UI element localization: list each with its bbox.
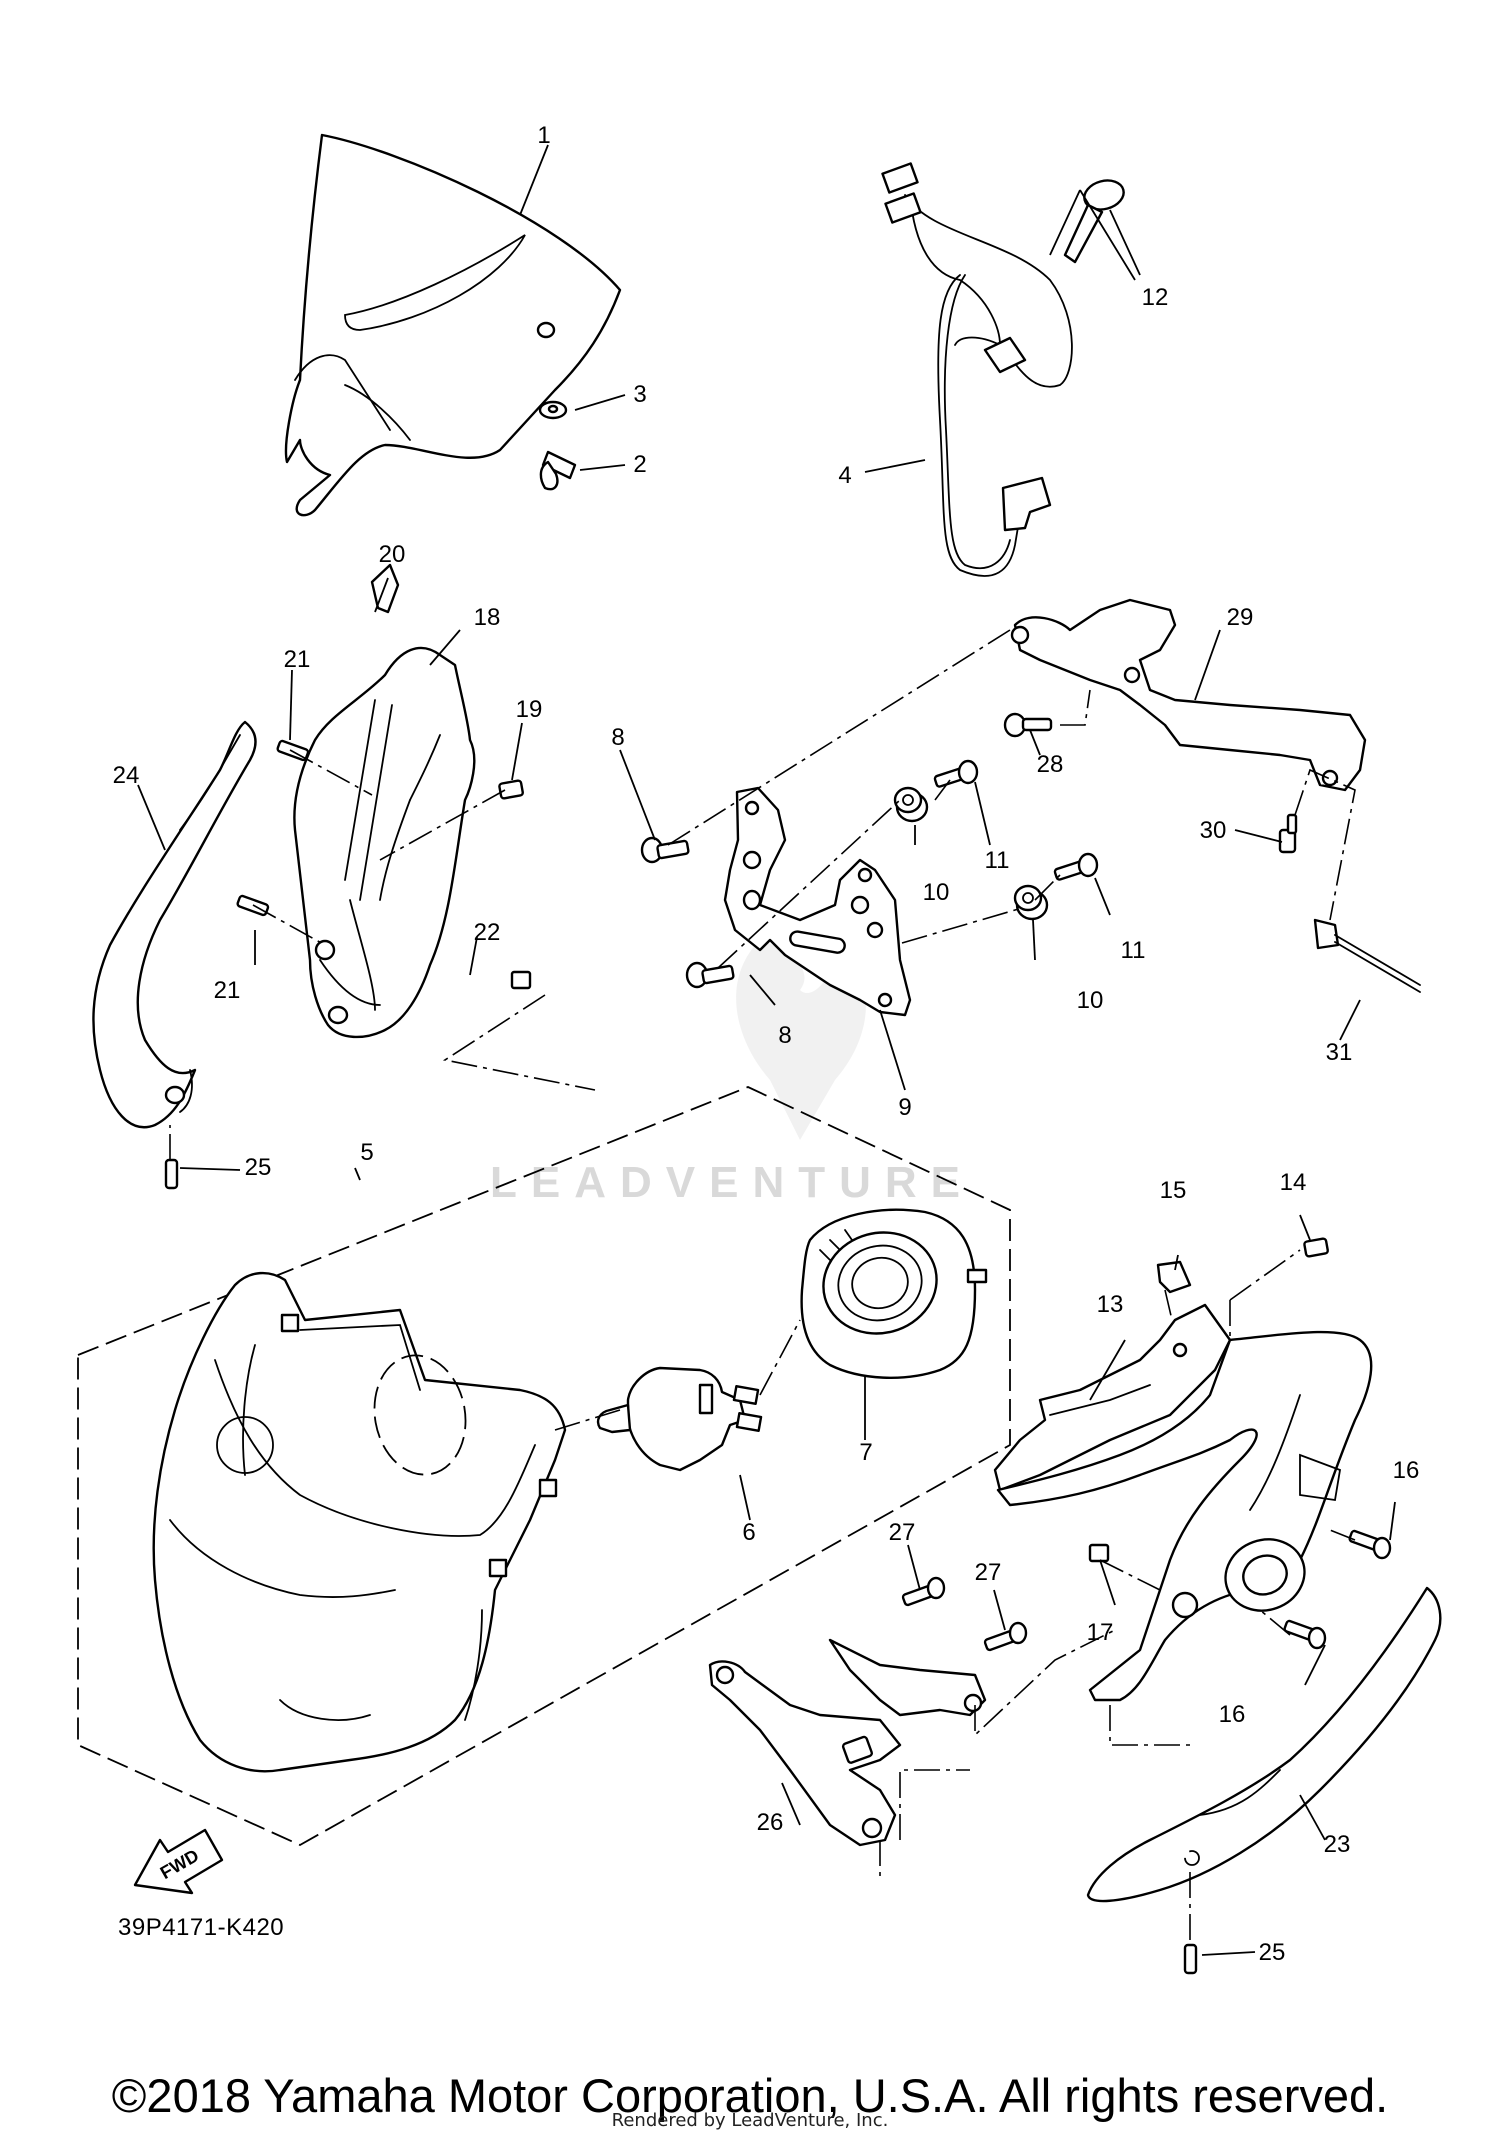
bolt-8b-part — [685, 961, 735, 989]
leader-lines — [137, 144, 1396, 1956]
callout-20: 20 — [379, 541, 406, 568]
callout-17: 17 — [1087, 1619, 1114, 1646]
callout-16b: 16 — [1219, 1701, 1246, 1728]
callout-30: 30 — [1200, 817, 1227, 844]
callout-11b: 11 — [1121, 937, 1146, 964]
screw-25b-part — [1183, 1943, 1198, 1975]
socket-ring-part — [800, 1208, 988, 1379]
callout-13: 13 — [1097, 1291, 1124, 1318]
bolt-11b-part — [1053, 852, 1099, 881]
callout-28: 28 — [1037, 751, 1064, 778]
inner-cover-left-part — [293, 563, 476, 1039]
callout-29: 29 — [1227, 604, 1254, 631]
callout-11a: 11 — [985, 847, 1010, 874]
callout-15: 15 — [1160, 1177, 1187, 1204]
bracket-9-part — [723, 786, 912, 1017]
callout-5: 5 — [360, 1139, 373, 1166]
screw-25a-part — [164, 1158, 179, 1190]
fwd-arrow-icon: FWD — [133, 1828, 224, 1895]
nut-14-part — [1303, 1237, 1329, 1258]
callout-8a: 8 — [611, 724, 624, 751]
clip-22-part — [510, 970, 532, 990]
bolt-8a-part — [640, 836, 690, 864]
watermark-logo — [736, 940, 866, 1140]
side-cover-right-part — [1086, 1586, 1442, 1903]
assembly-lines — [169, 629, 1356, 1940]
callout-12: 12 — [1142, 284, 1169, 311]
headlight-assembly-outline — [77, 1086, 1011, 1847]
windscreen-part — [284, 133, 622, 517]
callout-24: 24 — [113, 762, 140, 789]
callout-10b: 10 — [1077, 987, 1104, 1014]
clip-17-part — [1088, 1543, 1110, 1563]
bolt-part — [539, 450, 577, 491]
nut-19-part — [498, 779, 524, 800]
washer-part — [538, 400, 568, 420]
wire-harness-part — [881, 162, 1073, 577]
screw-16b-part — [1283, 1619, 1327, 1650]
callout-7: 7 — [859, 1439, 872, 1466]
band-31-part — [1313, 918, 1421, 993]
drawing-code: 39P4171-K420 — [118, 1914, 285, 1941]
stay-bracket-part — [1010, 598, 1367, 792]
callout-31: 31 — [1326, 1039, 1353, 1066]
damper-10b-part — [1013, 884, 1049, 921]
screw-16a-part — [1348, 1529, 1392, 1560]
side-panel-right-part — [996, 1330, 1373, 1702]
callout-25b: 25 — [1259, 1939, 1286, 1966]
callout-10a: 10 — [923, 879, 950, 906]
callout-22: 22 — [474, 919, 501, 946]
clip-15-part — [1156, 1260, 1192, 1294]
callout-21a: 21 — [284, 646, 311, 673]
callout-9: 9 — [898, 1094, 911, 1121]
callout-8b: 8 — [778, 1022, 791, 1049]
bolt-30-part — [1278, 813, 1298, 854]
callout-2: 2 — [633, 451, 646, 478]
callout-16a: 16 — [1393, 1457, 1420, 1484]
callout-14: 14 — [1280, 1169, 1307, 1196]
bolt-11a-part — [933, 759, 979, 788]
callout-27b: 27 — [975, 1559, 1002, 1586]
lower-bracket-part — [708, 1638, 987, 1847]
callout-1: 1 — [537, 122, 550, 149]
watermark-text: LEADVENTURE — [490, 1158, 975, 1207]
callout-27a: 27 — [889, 1519, 916, 1546]
bolt-28-part — [1003, 712, 1053, 738]
copyright-text: ©2018 Yamaha Motor Corporation, U.S.A. A… — [111, 2069, 1389, 2122]
callout-25a: 25 — [245, 1154, 272, 1181]
callout-23: 23 — [1324, 1831, 1351, 1858]
callout-6: 6 — [742, 1519, 755, 1546]
callout-3: 3 — [633, 381, 646, 408]
bolt-27b-part — [983, 1621, 1028, 1652]
rendered-by-text: Rendered by LeadVenture, Inc. — [611, 2110, 889, 2131]
bolt-27a-part — [901, 1576, 946, 1607]
headlight-housing-part — [152, 1271, 567, 1773]
callout-4: 4 — [838, 462, 851, 489]
inner-cover-right-part — [993, 1303, 1232, 1492]
bulb-part — [596, 1366, 763, 1472]
callout-26: 26 — [757, 1809, 784, 1836]
damper-10a-part — [893, 786, 929, 823]
side-cover-left-part — [92, 720, 257, 1129]
callout-18: 18 — [474, 604, 501, 631]
callout-labels: 1 2 3 4 5 6 7 8 8 9 10 10 11 11 12 13 14… — [113, 122, 1420, 1966]
callout-21b: 21 — [214, 977, 241, 1004]
callout-19: 19 — [516, 696, 543, 723]
clamp-part — [1063, 179, 1125, 264]
